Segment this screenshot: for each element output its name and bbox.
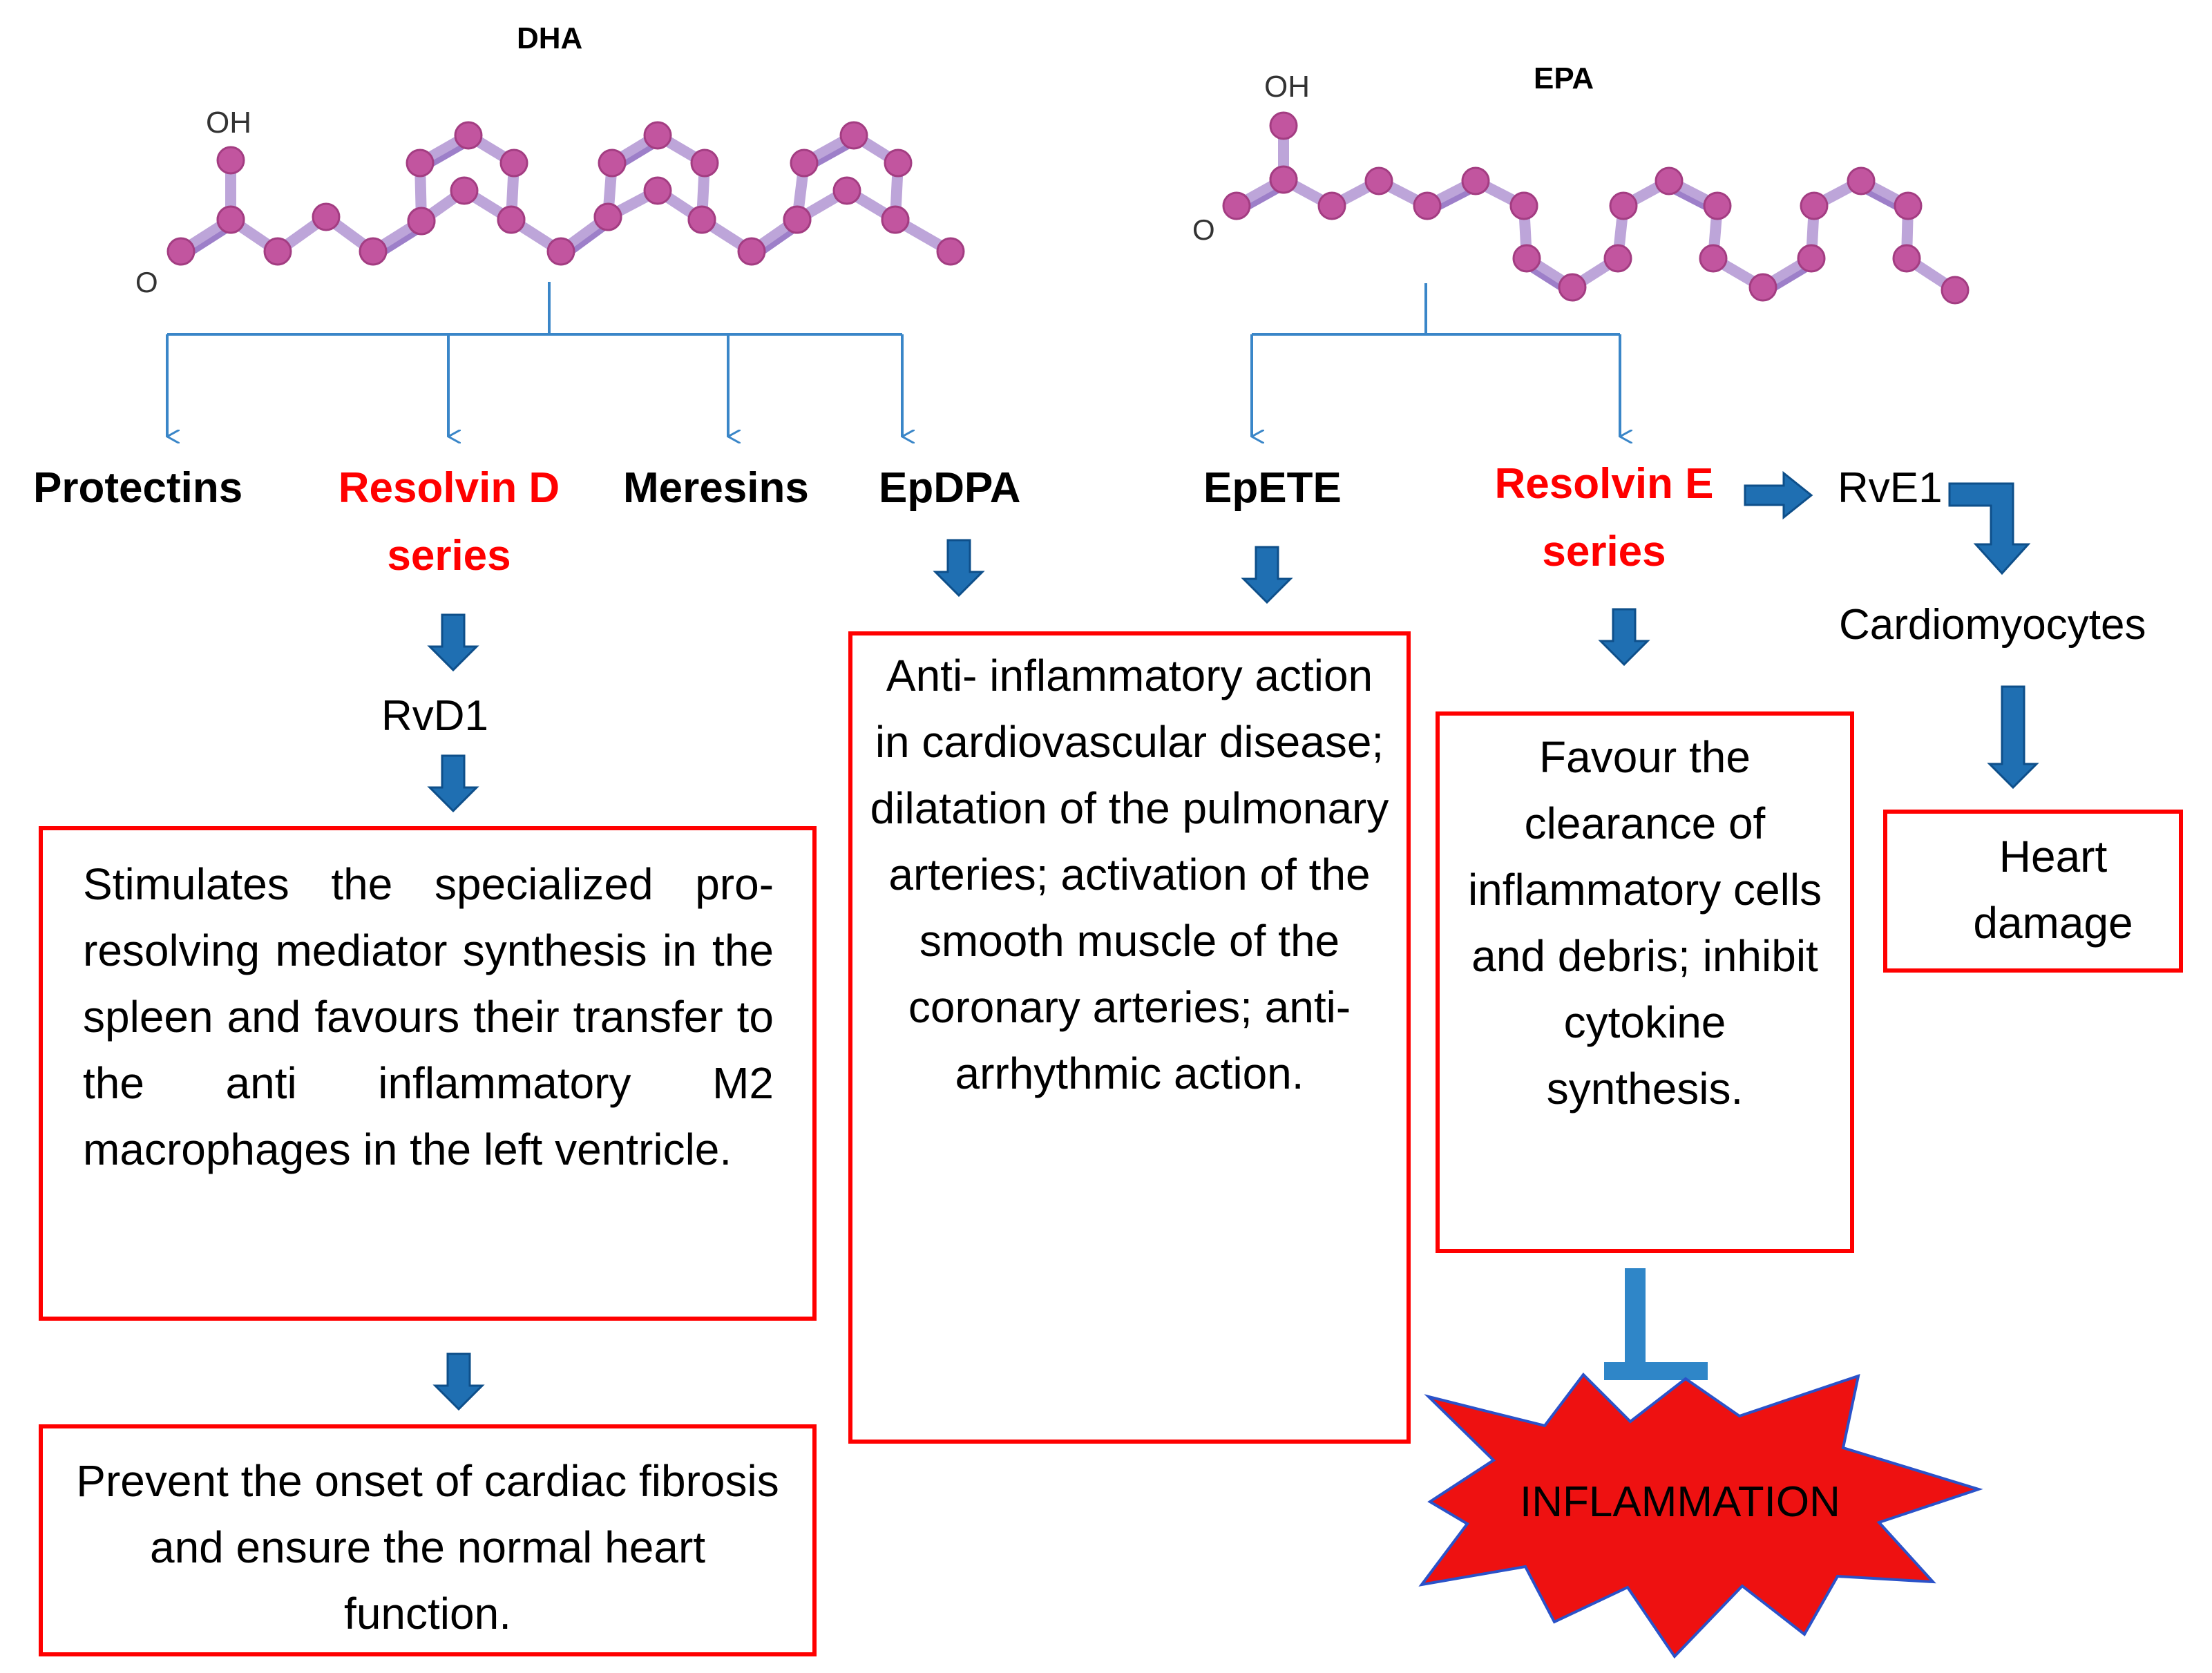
heart-damage-box: Heart damage	[1883, 810, 2183, 973]
epa-molecule-diagram	[1222, 111, 1970, 305]
epete-label: EpETE	[1203, 464, 1342, 512]
atom	[884, 149, 913, 178]
atom	[1509, 191, 1538, 220]
atom	[312, 202, 341, 231]
block-arrow-icon	[427, 754, 479, 813]
fibrosis-box: Prevent the onset of cardiac fibrosis an…	[39, 1424, 817, 1656]
atom	[497, 205, 526, 234]
resolvin-d-series-label: Resolvin D series	[304, 464, 594, 590]
atom	[1609, 191, 1638, 220]
protectins-label: Protectins	[33, 464, 243, 512]
dha-branch-connector	[166, 282, 902, 437]
atom	[1847, 166, 1876, 195]
atom	[598, 149, 627, 178]
atom	[216, 205, 245, 234]
atom	[1558, 273, 1587, 302]
dha-oh-label: OH	[206, 106, 251, 140]
atom	[1797, 244, 1826, 273]
resolvin-e-line2: series	[1542, 528, 1666, 575]
rvd1-effect-box: Stimulates the specialized pro-resolving…	[39, 826, 817, 1321]
atom	[1413, 191, 1442, 220]
atom	[832, 176, 861, 205]
inflammation-label: INFLAMMATION	[1520, 1478, 1840, 1526]
atom	[1800, 191, 1829, 220]
resolvin-e-line1: Resolvin E	[1494, 460, 1714, 508]
atom	[1512, 244, 1541, 273]
dha-title: DHA	[517, 21, 583, 55]
meresins-label: Meresins	[623, 464, 809, 512]
atom	[1269, 165, 1298, 194]
atom	[1699, 244, 1728, 273]
atom	[407, 207, 436, 236]
epa-oh-label: OH	[1264, 70, 1310, 104]
inflammation-starburst-icon	[1418, 1372, 1983, 1659]
fibrosis-text: Prevent the onset of cardiac fibrosis an…	[76, 1456, 779, 1638]
block-arrow-icon	[432, 1352, 485, 1411]
heart-damage-text: Heart damage	[1973, 832, 2133, 948]
atom	[216, 146, 245, 175]
atom	[737, 237, 766, 266]
atom	[936, 237, 965, 266]
atom	[790, 149, 819, 178]
atom	[166, 237, 196, 266]
atom	[1269, 111, 1298, 140]
dha-molecule-diagram	[166, 121, 965, 266]
atom	[1655, 166, 1684, 195]
epa-branch-connector	[1250, 283, 1620, 437]
ep-effects-text: Anti- inflammatory action in cardiovascu…	[870, 651, 1389, 1098]
inhibition-t-icon	[1604, 1268, 1708, 1380]
block-arrow-icon	[427, 613, 479, 672]
ep-effects-box: Anti- inflammatory action in cardiovascu…	[848, 631, 1411, 1444]
atom	[450, 176, 479, 205]
rvd1-effect-text: Stimulates the specialized pro-resolving…	[83, 859, 774, 1174]
atom	[406, 149, 435, 178]
atom	[1894, 191, 1923, 220]
atom	[687, 205, 716, 234]
resolvin-d-line1: Resolvin D	[338, 464, 560, 512]
rvd1-label: RvD1	[381, 692, 489, 740]
resolvin-e-effect-box: Favour the clearance of inflammatory cel…	[1436, 711, 1854, 1253]
resolvin-d-line2: series	[387, 532, 511, 580]
atom	[593, 202, 622, 231]
atom	[881, 205, 910, 234]
cardiomyocytes-label: Cardiomyocytes	[1839, 601, 2146, 649]
atom	[690, 149, 719, 178]
epa-title: EPA	[1534, 61, 1594, 95]
block-arrow-icon	[1241, 546, 1293, 604]
atom	[1317, 191, 1346, 220]
block-arrow-icon	[933, 539, 985, 598]
atom	[643, 121, 672, 150]
resolvin-e-effect-text: Favour the clearance of inflammatory cel…	[1467, 732, 1822, 1113]
atom	[359, 237, 388, 266]
atom	[1364, 166, 1393, 195]
atom	[1941, 276, 1970, 305]
atom	[1603, 244, 1632, 273]
atom	[1748, 273, 1777, 302]
atom	[1892, 244, 1921, 273]
atom	[546, 237, 575, 266]
atom	[1703, 191, 1732, 220]
atom	[783, 205, 812, 234]
epdpa-label: EpDPA	[879, 464, 1021, 512]
rve1-label: RvE1	[1838, 464, 1943, 512]
resolvin-e-series-label: Resolvin E series	[1459, 450, 1749, 586]
dha-o-label: O	[135, 266, 158, 298]
atom	[643, 176, 672, 205]
block-arrow-icon	[1987, 685, 2039, 790]
atom	[263, 237, 292, 266]
block-arrow-icon	[1744, 470, 1813, 520]
atom	[839, 121, 868, 150]
atom	[1222, 191, 1251, 220]
block-arrow-icon	[1598, 608, 1650, 667]
atom	[454, 121, 483, 150]
atom	[1461, 166, 1490, 195]
atom	[499, 149, 528, 178]
epa-o-label: O	[1192, 213, 1215, 246]
bent-block-arrow-icon	[1948, 482, 2031, 575]
